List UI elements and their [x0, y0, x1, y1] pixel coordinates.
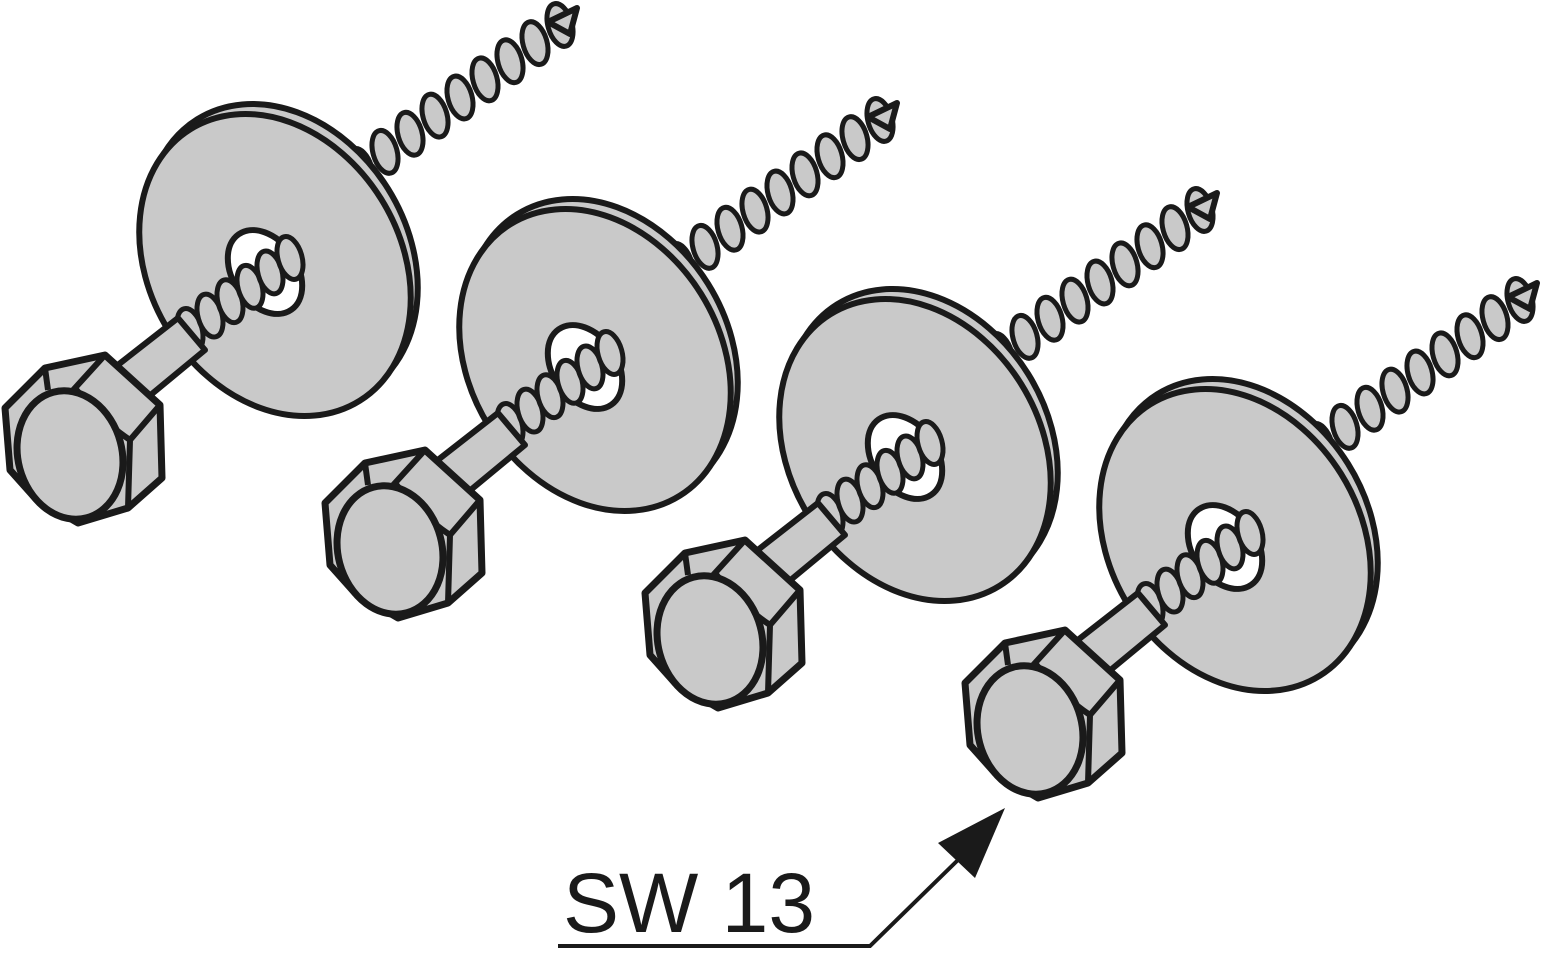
leader-line [558, 856, 962, 948]
arrow-head-icon [938, 808, 1005, 878]
screw-4 [963, 276, 1538, 807]
wrench-size-callout: SW 13 [558, 808, 1005, 950]
wrench-size-label: SW 13 [563, 856, 815, 950]
